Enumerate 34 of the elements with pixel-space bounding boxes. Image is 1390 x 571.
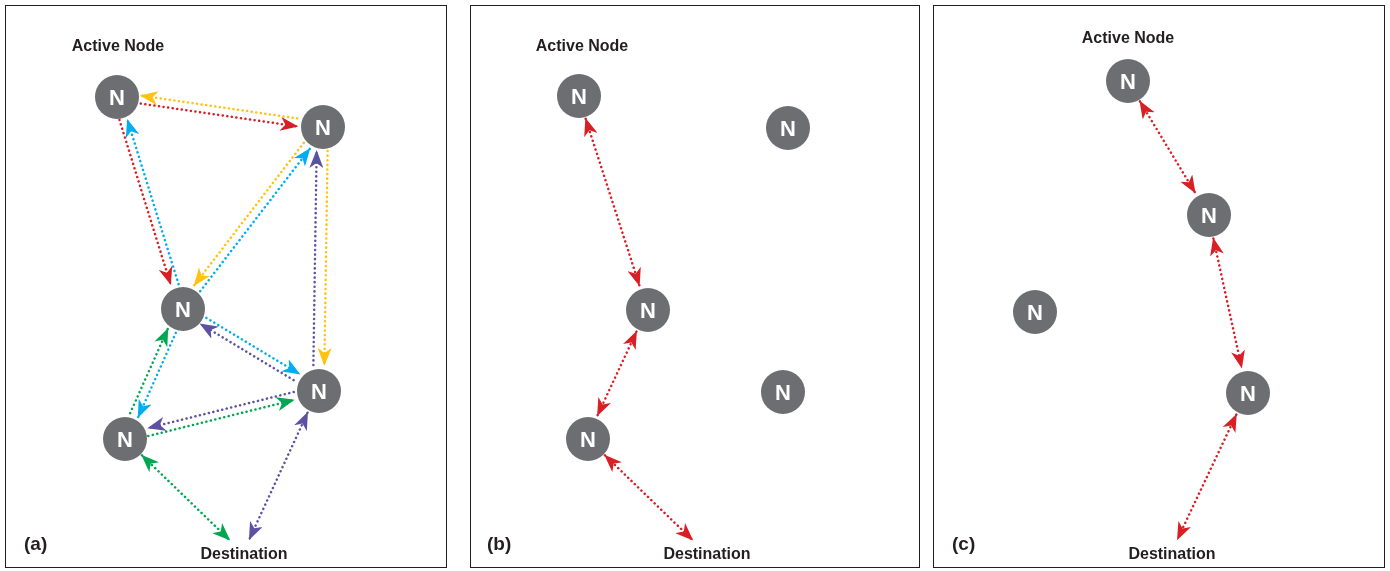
arrow — [317, 149, 332, 367]
arrow — [140, 454, 231, 542]
panel-label: (c) — [952, 531, 976, 556]
arrow — [139, 102, 299, 131]
arrow — [139, 91, 299, 120]
arrow — [193, 141, 305, 287]
arrow — [205, 316, 301, 376]
arrow — [603, 454, 694, 542]
panel-frame — [470, 5, 920, 568]
arrow — [248, 411, 309, 541]
destination-label: Destination — [200, 542, 288, 566]
arrow — [136, 331, 178, 419]
arrow — [309, 149, 324, 367]
arrow — [584, 117, 641, 287]
arrow — [147, 390, 295, 431]
panel-label: (b) — [487, 531, 512, 556]
arrow — [118, 118, 173, 286]
arrow — [1176, 413, 1238, 541]
node-caption: Active Node — [71, 36, 165, 56]
destination-label: Destination — [663, 542, 751, 566]
arrow — [1210, 237, 1245, 369]
node-caption: Active Node — [535, 36, 629, 56]
arrow — [128, 327, 170, 415]
arrow — [199, 147, 311, 293]
node-caption: Active Node — [1081, 28, 1175, 48]
arrow — [1138, 100, 1197, 194]
arrow — [596, 330, 638, 417]
panel-frame — [5, 5, 447, 568]
arrow — [125, 118, 180, 286]
arrow — [199, 322, 295, 382]
panel-label: (a) — [24, 531, 48, 556]
destination-label: Destination — [1128, 542, 1216, 566]
panel-frame — [933, 5, 1385, 568]
arrow — [147, 397, 295, 438]
